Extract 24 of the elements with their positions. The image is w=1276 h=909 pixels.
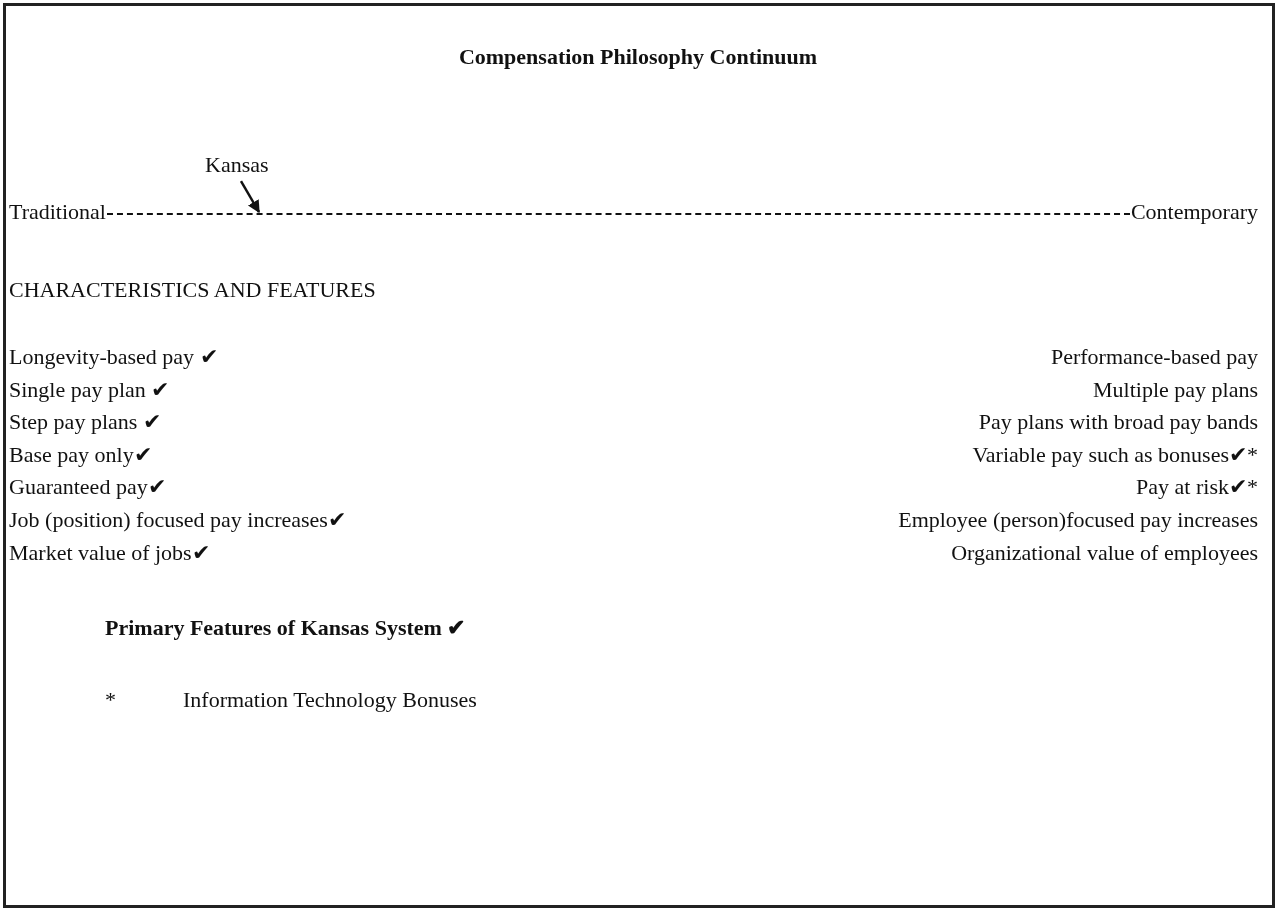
footnote-mark: * <box>105 686 116 714</box>
feature-item: Performance-based pay <box>1050 343 1258 371</box>
key-heading: Primary Features of Kansas System ✔ <box>105 614 466 642</box>
end-label: Contemporary <box>1130 198 1258 226</box>
end-label: Traditional <box>9 198 106 226</box>
feature-item: Guaranteed pay✔ <box>9 474 166 501</box>
feature-item: Job (position) focused pay increases✔ <box>9 506 346 534</box>
feature-item: Single pay plan ✔ <box>9 376 170 403</box>
feature-item: Step pay plans ✔ <box>9 409 161 436</box>
feature-item: Market value of jobs✔ <box>9 539 210 566</box>
feature-item: Pay plans with broad pay bands <box>978 409 1258 436</box>
feature-item: Variable pay such as bonuses✔* <box>972 441 1258 468</box>
feature-item: Pay at risk✔* <box>1136 474 1258 501</box>
continuum-line <box>107 213 1130 215</box>
section-heading: CHARACTERISTICS AND FEATURES <box>9 276 376 304</box>
arrow <box>239 180 261 214</box>
marker-label: Kansas <box>205 151 269 179</box>
title: Compensation Philosophy Continuum <box>458 43 818 71</box>
feature-item: Multiple pay plans <box>1093 376 1258 403</box>
feature-item: Employee (person)focused pay increases <box>898 506 1258 534</box>
feature-item: Longevity-based pay ✔ <box>9 343 218 371</box>
footnote-text: Information Technology Bonuses <box>183 686 477 714</box>
feature-item: Organizational value of employees <box>951 539 1258 566</box>
feature-item: Base pay only✔ <box>9 441 152 468</box>
